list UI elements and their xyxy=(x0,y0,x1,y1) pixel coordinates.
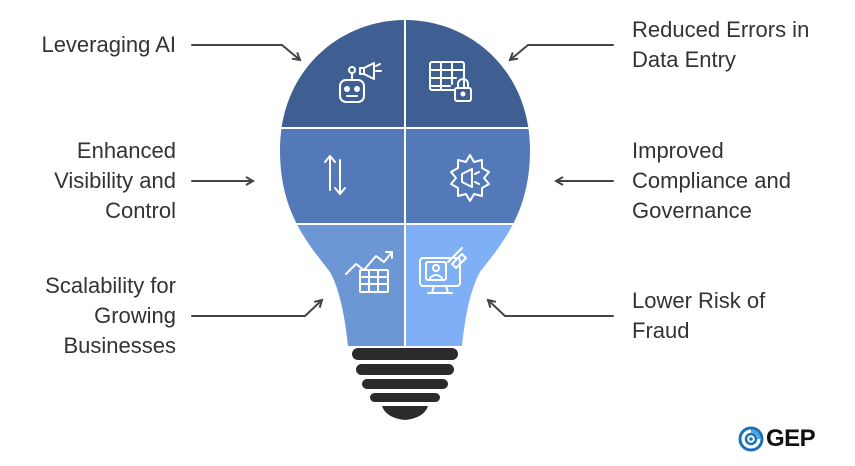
label-line: Data Entry xyxy=(632,47,736,72)
gep-swirl-icon xyxy=(738,426,764,452)
table-lock-icon xyxy=(429,61,472,102)
segment-leveraging-ai xyxy=(280,20,405,128)
label-line: Growing xyxy=(94,303,176,328)
label-line: Visibility and xyxy=(54,168,176,193)
label-line: Businesses xyxy=(63,333,176,358)
label-line: Control xyxy=(105,198,176,223)
label-line: Leveraging AI xyxy=(41,32,176,57)
gep-logo: GEP xyxy=(738,424,838,454)
monitor-user-icon xyxy=(419,247,467,294)
label-line: Scalability for xyxy=(45,273,176,298)
segment-scalability xyxy=(280,224,405,346)
robot-megaphone-icon xyxy=(339,62,382,103)
segment-fraud xyxy=(405,224,530,346)
growth-chart-table-icon xyxy=(345,251,393,293)
label-leveraging-ai: Leveraging AI xyxy=(41,30,176,60)
bulb-body xyxy=(280,20,530,346)
label-line: Lower Risk of xyxy=(632,288,766,313)
arrow-reduced-errors xyxy=(510,44,614,60)
label-line: Improved xyxy=(632,138,724,163)
label-reduced-errors: Reduced Errors in Data Entry xyxy=(632,15,809,75)
label-line: Compliance and xyxy=(632,168,791,193)
segment-visibility xyxy=(280,128,405,224)
label-line: Enhanced xyxy=(76,138,176,163)
up-down-arrows-icon xyxy=(324,155,346,195)
arrow-fraud xyxy=(488,300,614,317)
brand-text: GEP xyxy=(766,425,816,452)
label-line: Reduced Errors in xyxy=(632,17,810,42)
segment-reduced-errors xyxy=(405,20,530,128)
label-fraud: Lower Risk of Fraud xyxy=(632,286,765,346)
arrow-scalability xyxy=(191,300,322,317)
arrow-leveraging-ai xyxy=(191,44,300,60)
segment-compliance xyxy=(405,128,530,224)
bulb-base xyxy=(352,348,458,420)
label-line: Fraud xyxy=(632,318,690,343)
label-line: Governance xyxy=(632,198,752,223)
gear-megaphone-icon xyxy=(450,154,490,202)
